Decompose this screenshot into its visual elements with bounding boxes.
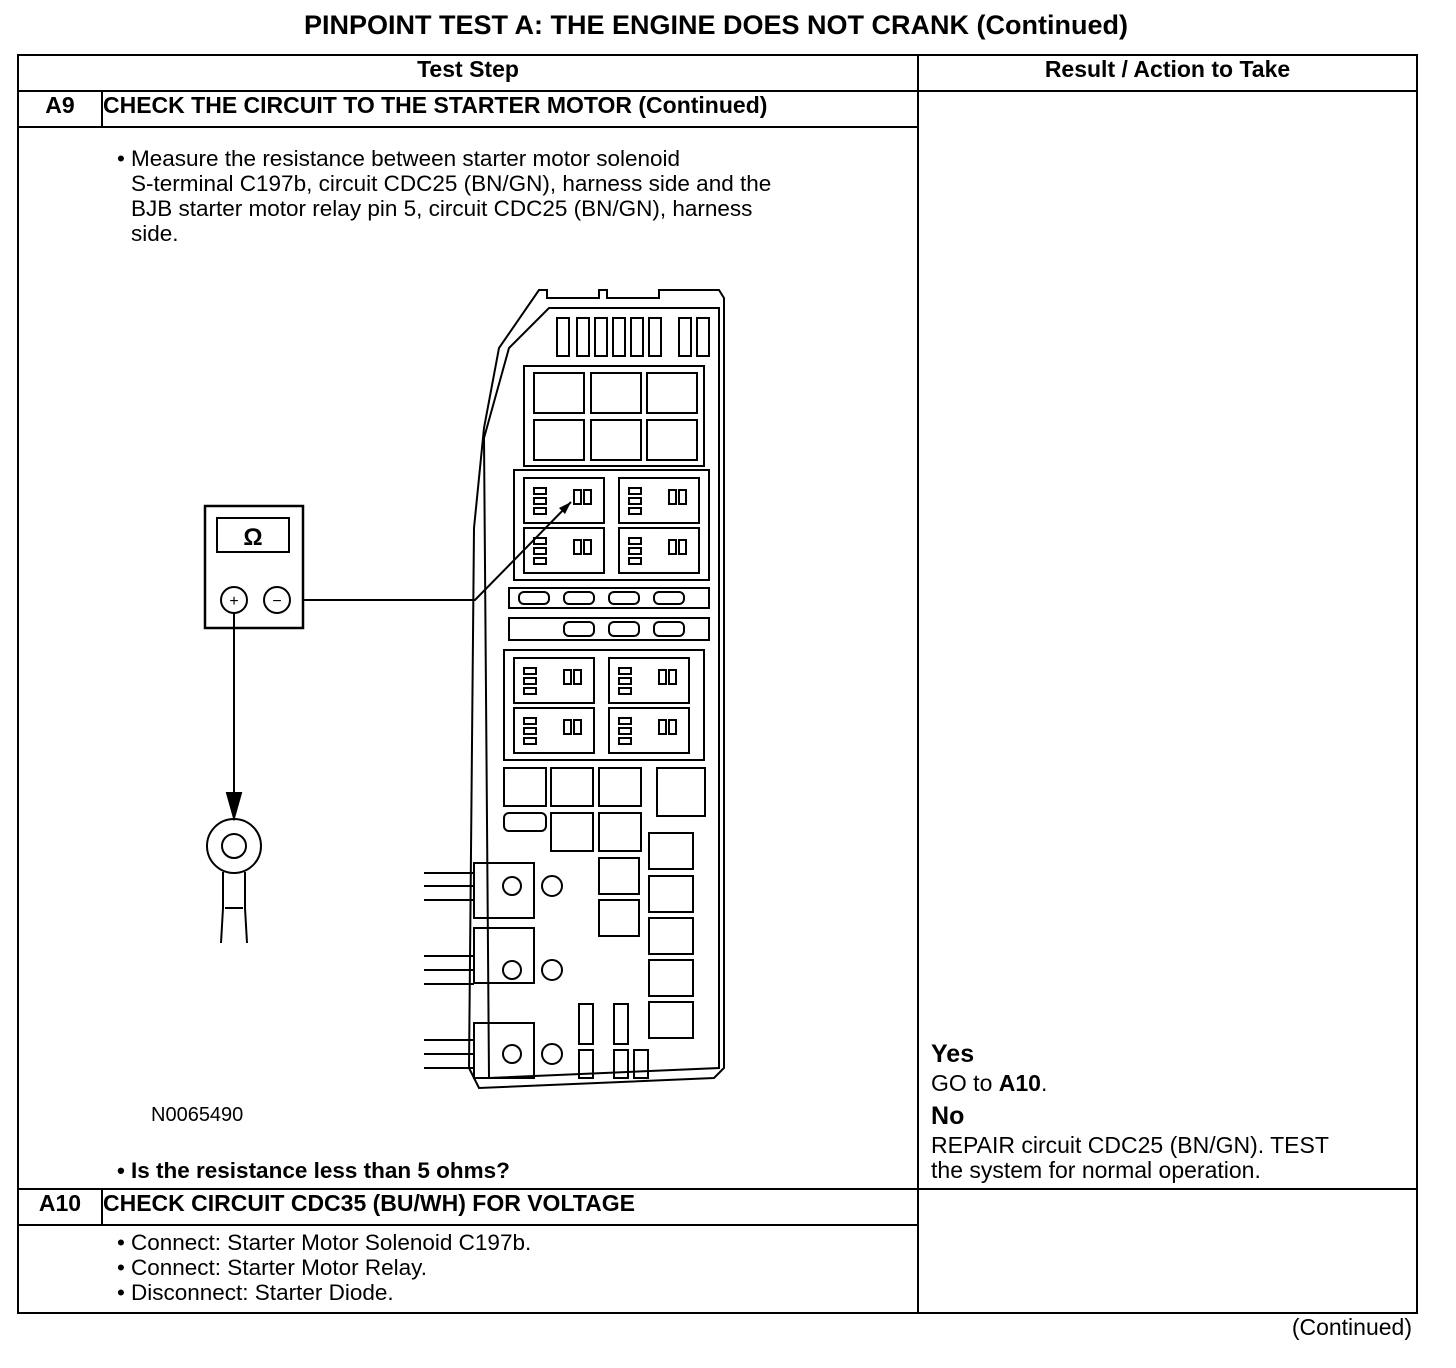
instruction-bullet: •Connect: Starter Motor Relay. bbox=[117, 1255, 427, 1280]
yes-action: GO to A10. bbox=[931, 1070, 1048, 1096]
bjb-housing bbox=[467, 289, 725, 1090]
step-heading-a10: CHECK CIRCUIT CDC35 (BU/WH) FOR VOLTAGE bbox=[100, 1188, 920, 1226]
step-id-a9: A9 bbox=[17, 90, 103, 128]
result-cell-a10 bbox=[917, 1188, 1418, 1314]
result-cell-a9: Yes GO to A10. No REPAIR circuit CDC25 (… bbox=[917, 90, 1418, 1190]
ohm-symbol: Ω bbox=[243, 524, 262, 551]
ohmmeter bbox=[203, 504, 305, 630]
question-bullet: •Is the resistance less than 5 ohms? bbox=[117, 1158, 510, 1183]
relay-grid-top bbox=[523, 365, 705, 467]
step-body-a9: • Measure the resistance between starter… bbox=[16, 126, 920, 1190]
no-label: No bbox=[931, 1102, 965, 1130]
step-id-a10: A10 bbox=[17, 1188, 103, 1226]
middle-fuses bbox=[508, 587, 710, 641]
instruction-bullet: • Measure the resistance between starter… bbox=[117, 146, 772, 246]
no-action-line: the system for normal operation. bbox=[931, 1157, 1261, 1183]
relay-block-2 bbox=[503, 649, 705, 761]
bjb-diagram: Ω + − bbox=[203, 289, 725, 1090]
header-test-step: Test Step bbox=[16, 54, 920, 92]
step-heading-a9: CHECK THE CIRCUIT TO THE STARTER MOTOR (… bbox=[100, 90, 920, 128]
no-action-line: REPAIR circuit CDC25 (BN/GN). TEST bbox=[931, 1132, 1329, 1158]
terminal-studs bbox=[424, 862, 563, 1079]
instruction-bullet: •Disconnect: Starter Diode. bbox=[117, 1280, 394, 1305]
probe-lead-negative bbox=[299, 501, 572, 601]
continued-note: (Continued) bbox=[1291, 1314, 1412, 1340]
pinpoint-test-table: Test Step Result / Action to Take A9 CHE… bbox=[16, 54, 1418, 1314]
instruction-bullet: •Connect: Starter Motor Solenoid C197b. bbox=[117, 1230, 532, 1255]
step-body-a10: •Connect: Starter Motor Solenoid C197b. … bbox=[16, 1224, 920, 1314]
header-result: Result / Action to Take bbox=[917, 54, 1418, 92]
relay-block-1 bbox=[513, 469, 710, 581]
lower-fuse-grid bbox=[503, 767, 706, 1079]
top-fuses bbox=[556, 317, 710, 357]
solenoid-terminal bbox=[206, 613, 262, 944]
plus-symbol: + bbox=[229, 593, 238, 610]
page-title: PINPOINT TEST A: THE ENGINE DOES NOT CRA… bbox=[304, 10, 1128, 40]
yes-label: Yes bbox=[931, 1040, 975, 1068]
minus-symbol: − bbox=[272, 593, 281, 610]
figure-id: N0065490 bbox=[151, 1104, 244, 1126]
